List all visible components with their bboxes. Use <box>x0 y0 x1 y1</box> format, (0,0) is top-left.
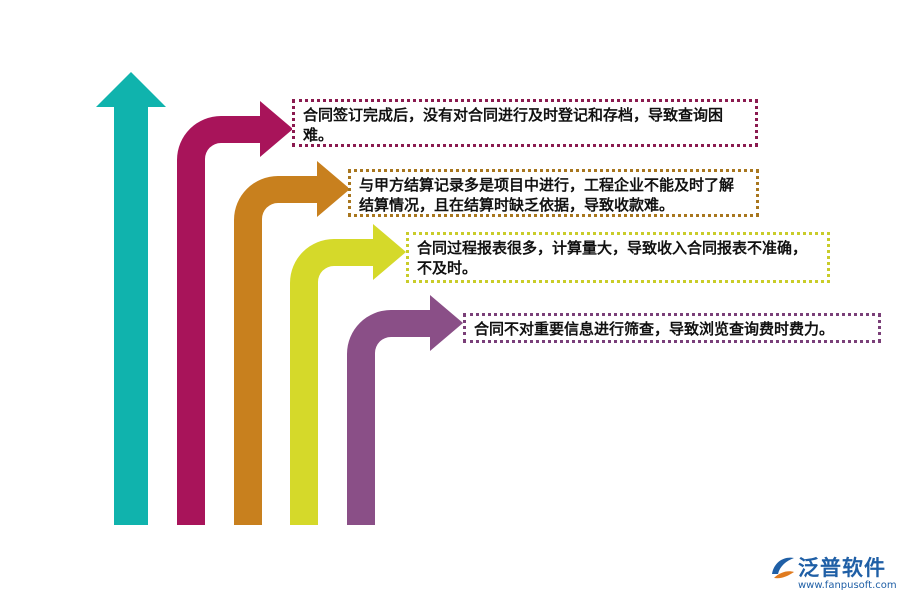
brand-watermark: 泛普软件 www.fanpusoft.com <box>768 552 897 596</box>
note-box-2: 与甲方结算记录多是项目中进行，工程企业不能及时了解结算情况，且在结算时缺乏依据，… <box>348 169 759 217</box>
bent-arrow-4 <box>347 295 463 525</box>
note-text-3: 合同过程报表很多，计算量大，导致收入合同报表不准确，不及时。 <box>417 239 808 277</box>
note-box-1: 合同签订完成后，没有对合同进行及时登记和存档，导致查询困难。 <box>292 99 758 147</box>
bent-arrow-3 <box>290 224 406 525</box>
straight-up-arrow <box>96 72 166 525</box>
note-box-4: 合同不对重要信息进行筛查，导致浏览查询费时费力。 <box>463 313 881 343</box>
bent-arrow-2 <box>234 161 350 525</box>
bent-arrow-1 <box>177 101 293 525</box>
note-text-4: 合同不对重要信息进行筛查，导致浏览查询费时费力。 <box>474 320 835 338</box>
note-box-3: 合同过程报表很多，计算量大，导致收入合同报表不准确，不及时。 <box>406 232 830 283</box>
note-text-2: 与甲方结算记录多是项目中进行，工程企业不能及时了解结算情况，且在结算时缺乏依据，… <box>359 176 735 214</box>
brand-url: www.fanpusoft.com <box>798 580 897 591</box>
fanpu-logo-icon <box>772 557 794 579</box>
note-text-1: 合同签订完成后，没有对合同进行及时登记和存档，导致查询困难。 <box>303 106 724 144</box>
brand-name: 泛普软件 <box>798 556 886 580</box>
